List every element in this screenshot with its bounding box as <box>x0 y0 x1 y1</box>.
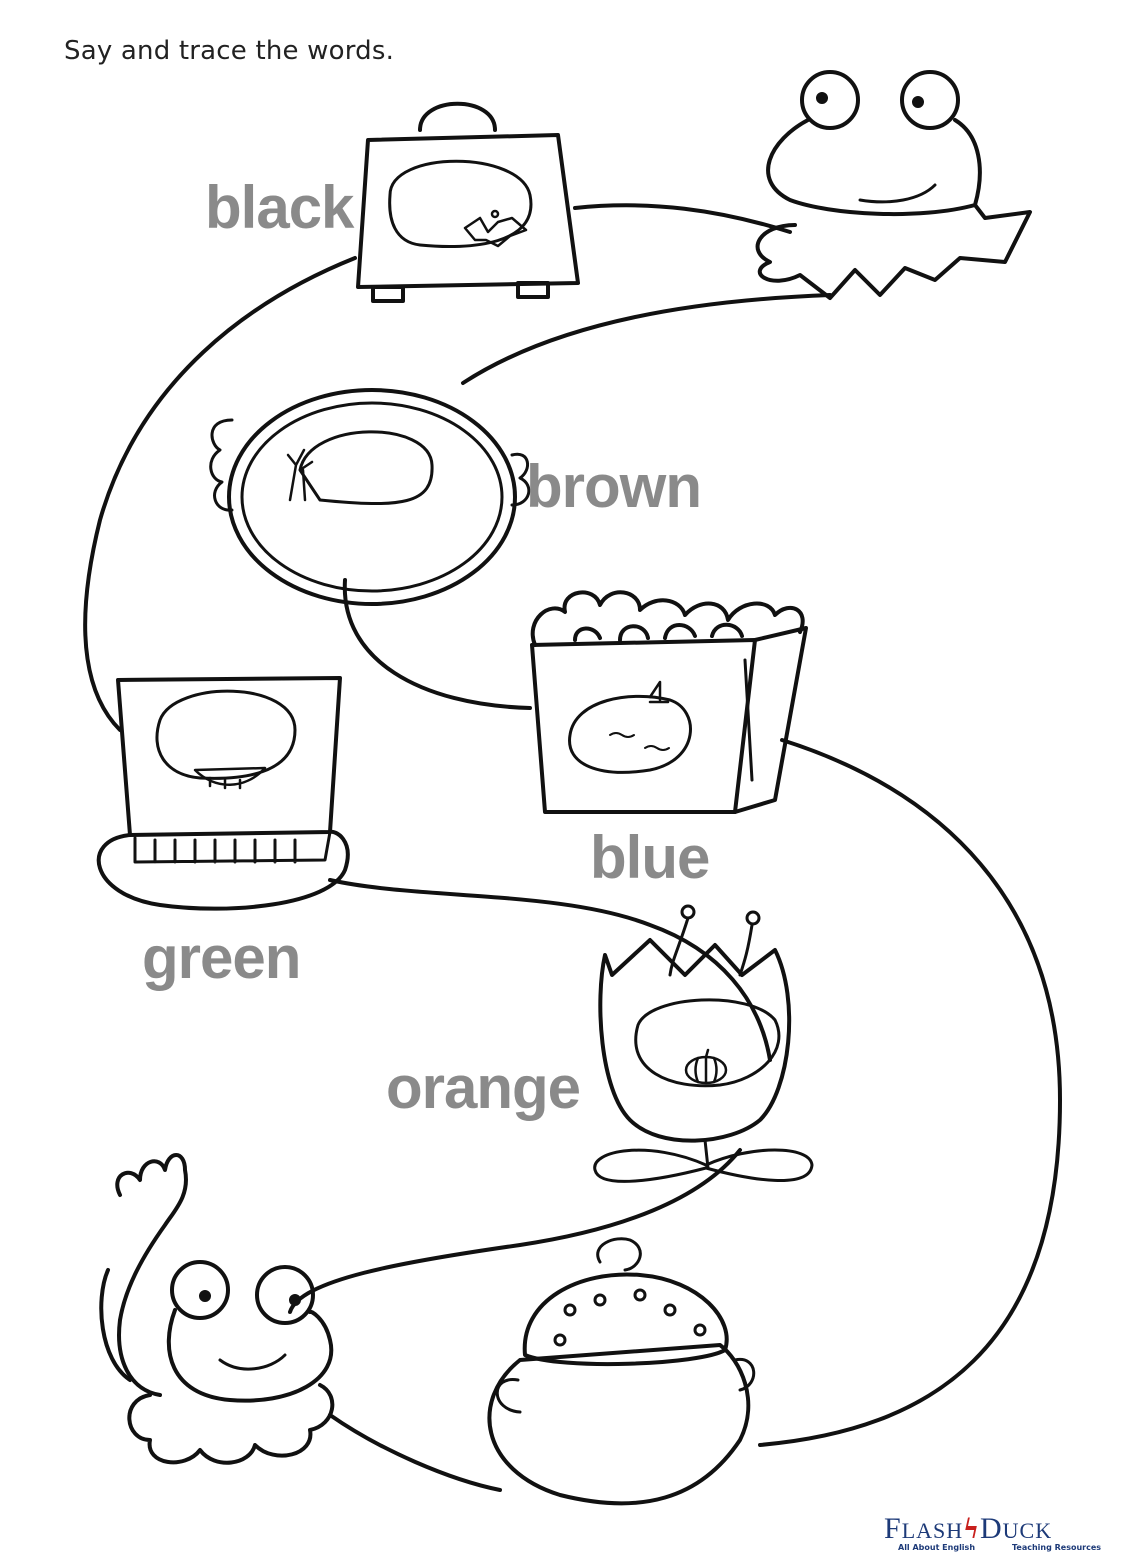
logo-brand: FLASHϟDUCK <box>884 1512 1053 1545</box>
flash-duck-logo: FLASHϟDUCK All About English Teaching Re… <box>884 1512 1114 1552</box>
path-outer-line <box>83 256 357 732</box>
word-green: green <box>142 924 301 991</box>
instruction-text: Say and trace the words. <box>64 36 395 66</box>
lunchbox-drawing <box>356 101 580 303</box>
tree-icon <box>286 448 314 502</box>
path-inner-lower <box>288 1148 742 1314</box>
path-right-outer <box>758 738 1062 1447</box>
smile-icon <box>193 766 267 790</box>
path-bottom-left <box>328 1413 502 1492</box>
logo-tagline-right: Teaching Resources <box>1012 1543 1102 1552</box>
logo-tagline-left: All About English <box>898 1543 976 1552</box>
boat-icon <box>648 680 670 704</box>
path-top-line <box>573 203 792 234</box>
tulip-drawing <box>593 904 814 1183</box>
path-mid-line <box>328 878 772 1062</box>
word-black: black <box>205 174 354 241</box>
word-orange: orange <box>386 1054 581 1121</box>
frog-icon <box>99 1153 335 1465</box>
mirror-drawing <box>209 388 531 606</box>
word-blue: blue <box>590 824 710 891</box>
lightning-bolt-icon: ϟ <box>964 1512 979 1545</box>
bat-icon <box>463 209 528 248</box>
word-brown: brown <box>526 453 702 520</box>
popcorn-drawing <box>530 590 808 814</box>
path-inner-line <box>342 578 532 710</box>
top-hat-drawing <box>96 676 350 911</box>
path-outer-line-2 <box>461 293 832 385</box>
pumpkin-icon <box>684 1048 728 1085</box>
cookie-jar-drawing <box>487 1237 756 1506</box>
frog-icon <box>755 70 1032 300</box>
